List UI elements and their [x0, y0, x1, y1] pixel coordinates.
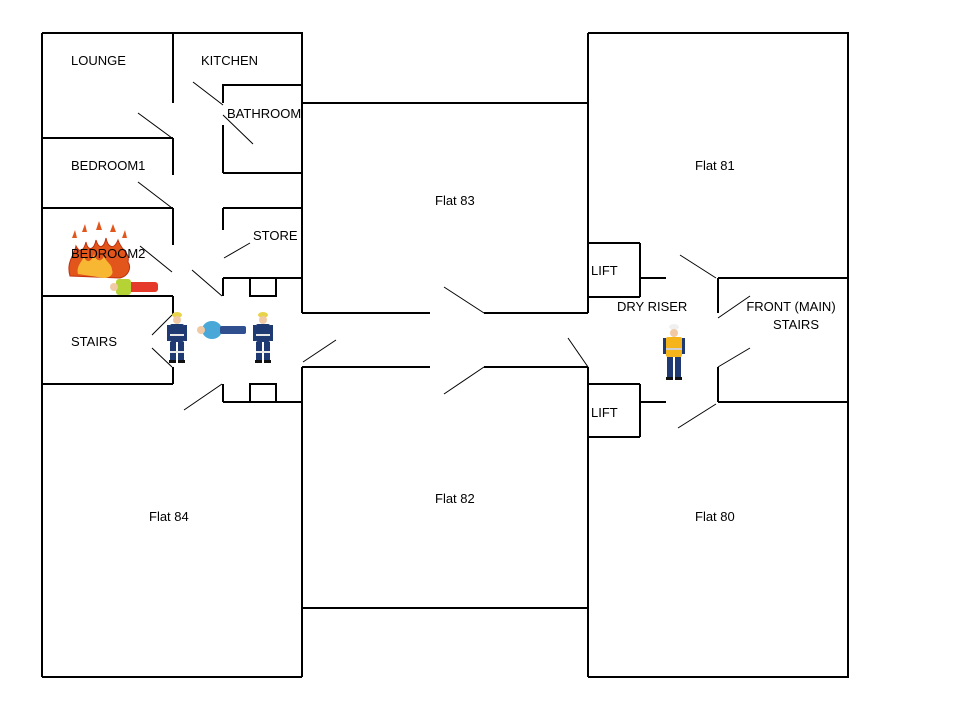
main-stairs-label-line1: FRONT (MAIN)	[746, 299, 836, 314]
door-swings	[137, 81, 751, 429]
firefighter-icon	[167, 312, 187, 363]
dry-riser-label: DRY RISER	[617, 299, 688, 314]
walls	[41, 32, 849, 678]
casualty-icon	[197, 321, 246, 339]
firefighter-icon	[253, 312, 273, 363]
fire-icon	[68, 221, 131, 279]
room-label-lounge: LOUNGE	[71, 53, 126, 68]
room-label-bedroom2: BEDROOM2	[71, 246, 146, 261]
flat-label-83: Flat 83	[435, 193, 475, 208]
lift-label-top: LIFT	[591, 263, 618, 278]
room-label-bathroom: BATHROOM	[227, 106, 302, 121]
lift-label-bottom: LIFT	[591, 405, 618, 420]
room-label-bedroom1: BEDROOM1	[71, 158, 146, 173]
flat-label-84: Flat 84	[149, 509, 189, 524]
flat-label-82: Flat 82	[435, 491, 475, 506]
flat-label-80: Flat 80	[695, 509, 735, 524]
flat-label-81: Flat 81	[695, 158, 735, 173]
officer-hi-vis-icon	[663, 324, 685, 380]
main-stairs-label-line2: STAIRS	[773, 317, 819, 332]
casualty-icon	[110, 279, 158, 295]
room-label-stairs: STAIRS	[71, 334, 117, 349]
room-label-store: STORE	[253, 228, 298, 243]
room-label-kitchen: KITCHEN	[201, 53, 259, 68]
